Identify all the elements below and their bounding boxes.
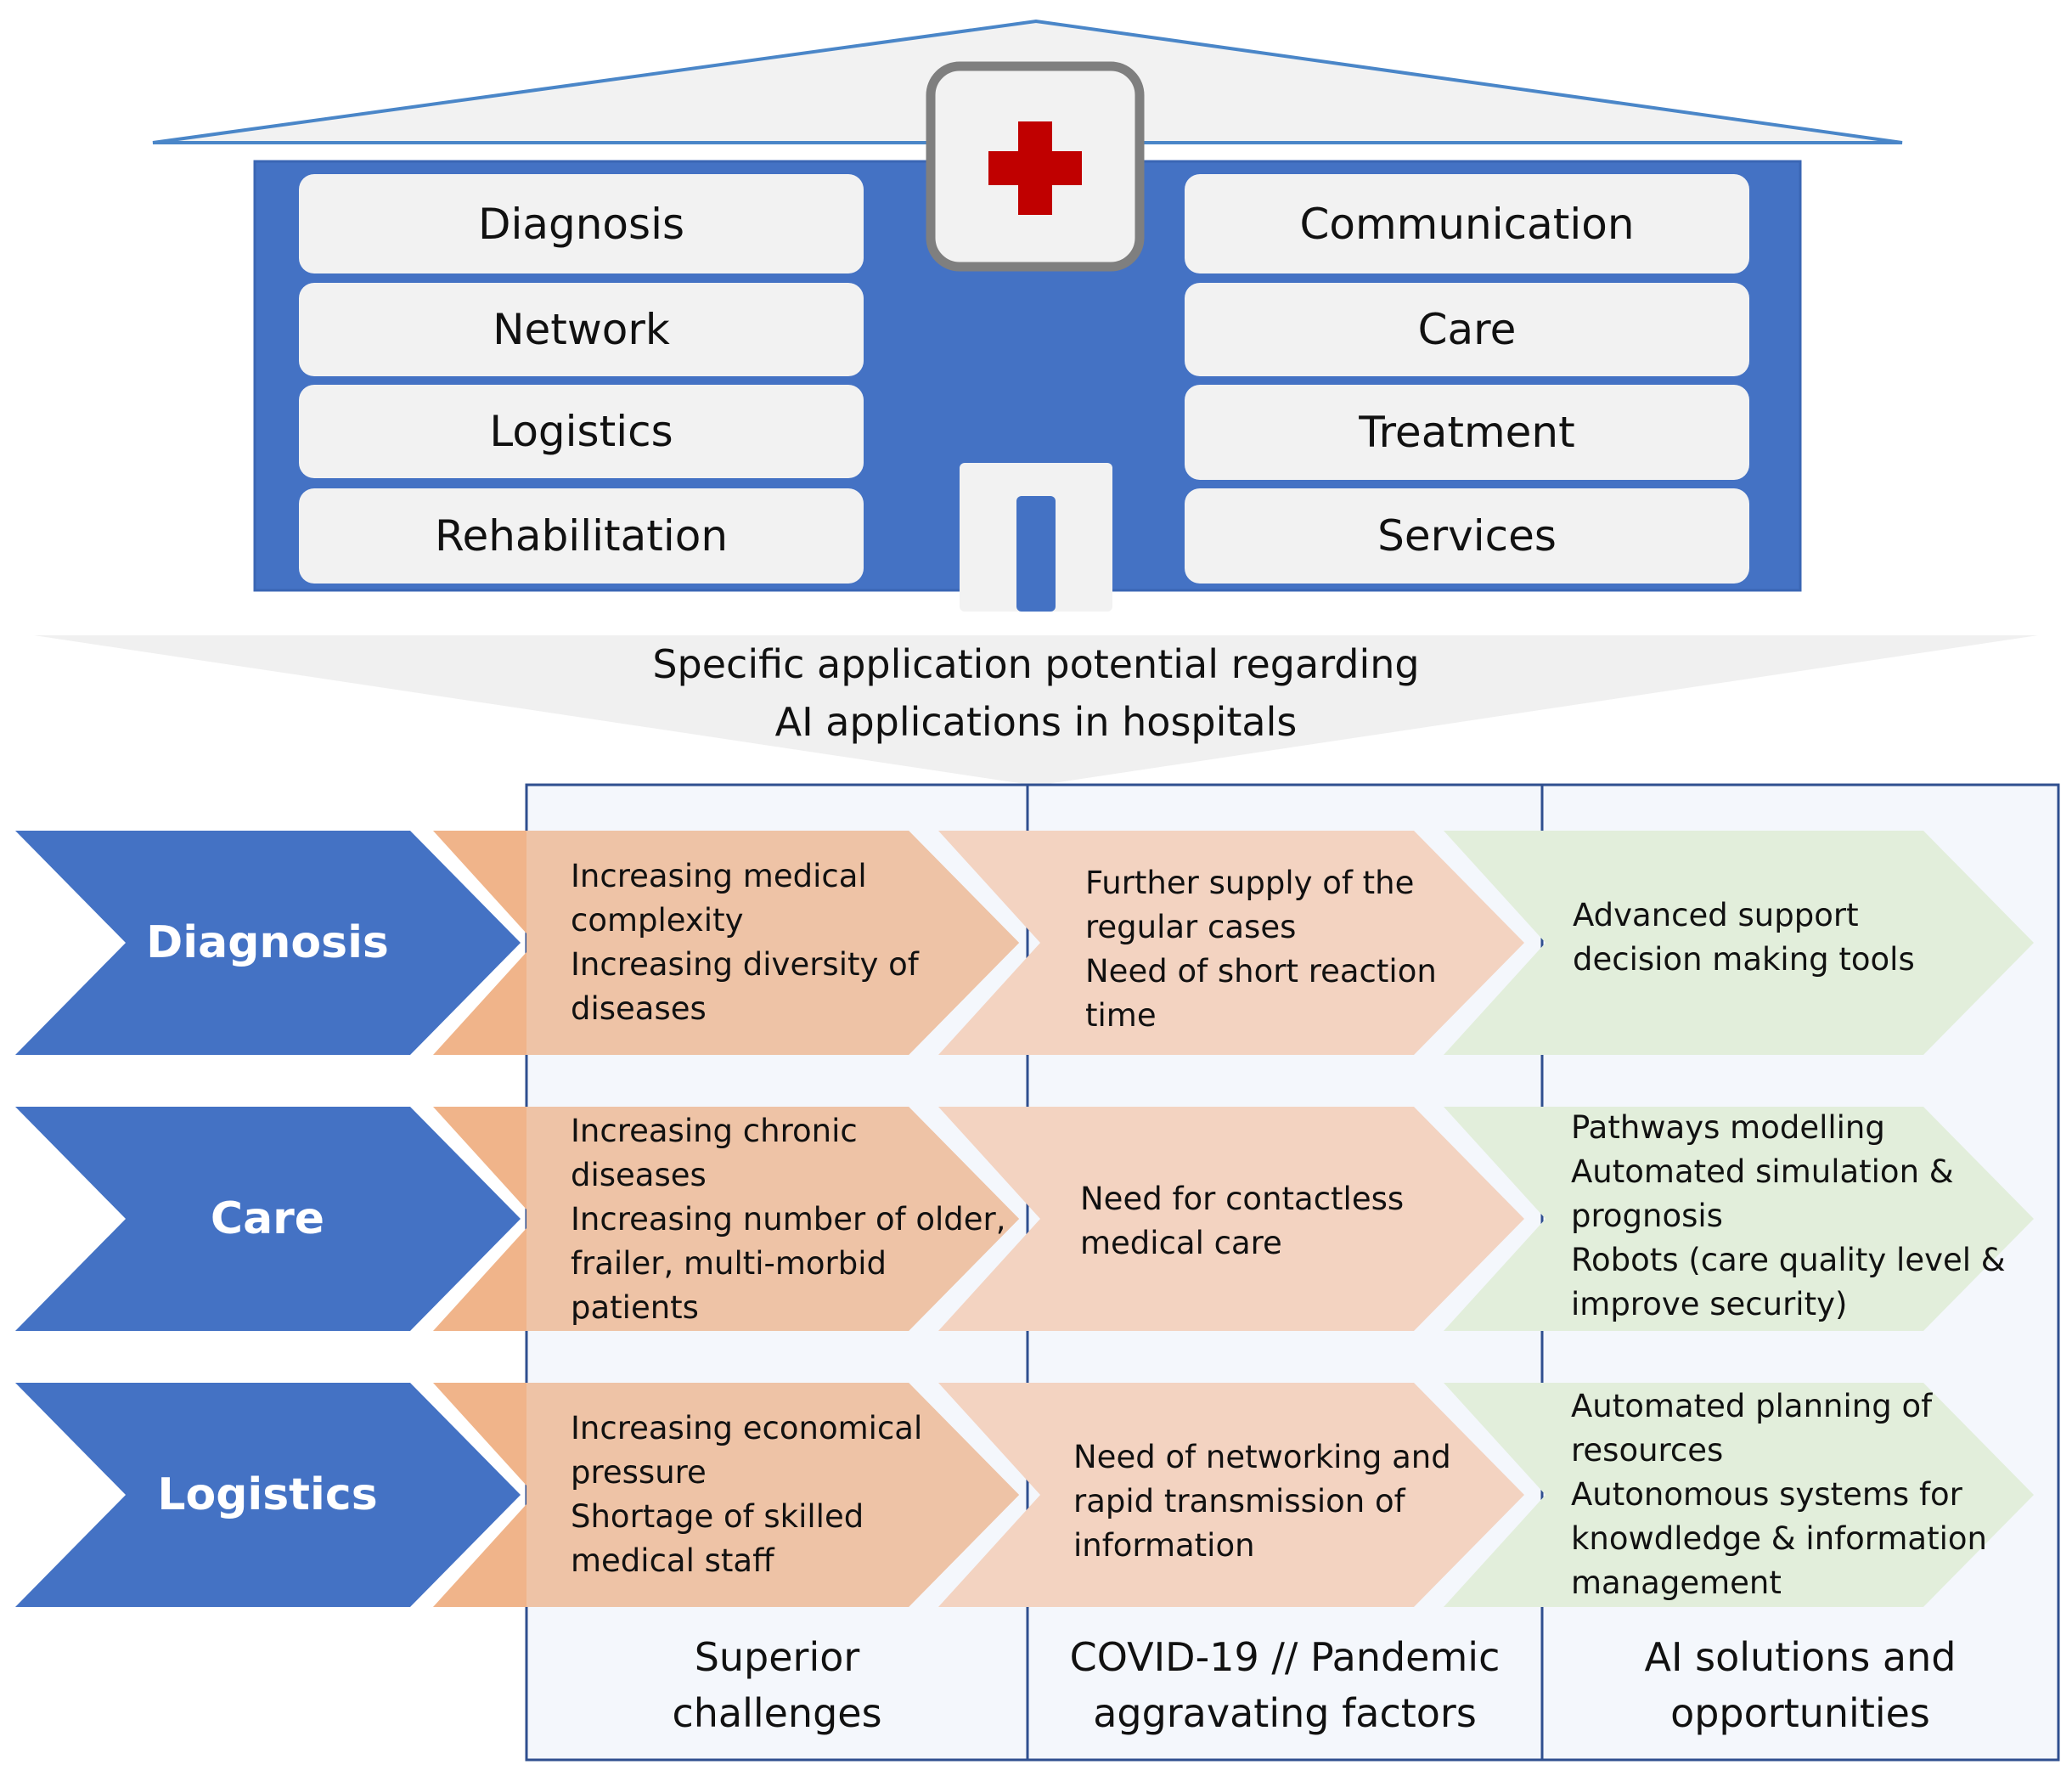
cell-line: Need for contactless [1080, 1181, 1405, 1217]
cell-line: Advanced support [1573, 897, 1859, 933]
covid-chevron-logistics [938, 1383, 1524, 1607]
hospital-box-communication: Communication [1185, 174, 1749, 273]
cell-logistics-ai: Automated planning of resources Autonomo… [1571, 1384, 1987, 1605]
cell-line: Increasing economical [571, 1410, 923, 1446]
column-header-line: challenges [672, 1690, 882, 1736]
cell-line: Automated planning of [1571, 1388, 1933, 1424]
category-chevron-care [15, 1107, 521, 1331]
cell-line: information [1073, 1527, 1255, 1564]
funnel-caption: Specific application potential regarding… [425, 635, 1647, 751]
cell-line: patients [571, 1289, 699, 1326]
challenge-chevron-overlay-care [526, 1107, 1019, 1331]
cell-line: Automated simulation & [1571, 1153, 1954, 1190]
category-label-care: Care [210, 1193, 325, 1244]
cell-line: Need of short reaction [1085, 953, 1437, 989]
cell-care-ai: Pathways modelling Automated simulation … [1571, 1106, 2006, 1327]
column-header-challenges: Superior challenges [526, 1629, 1028, 1741]
cell-line: Shortage of skilled [571, 1498, 864, 1535]
red-cross-icon [988, 121, 1082, 215]
hospital-box-rehabilitation: Rehabilitation [299, 488, 864, 584]
chevron-group [15, 831, 2034, 1607]
ai-chevron-care [1444, 1107, 2034, 1331]
cell-line: Increasing diversity of [571, 946, 919, 983]
cell-line: Autonomous systems for [1571, 1476, 1962, 1513]
cell-line: management [1571, 1565, 1782, 1601]
cell-line: diseases [571, 990, 707, 1027]
cell-line: Robots (care quality level & [1571, 1242, 2006, 1278]
column-header-line: COVID-19 // Pandemic [1069, 1634, 1501, 1680]
cell-line: Pathways modelling [1571, 1109, 1885, 1146]
hospital-box-services: Services [1185, 488, 1749, 584]
column-header-line: Superior [694, 1634, 860, 1680]
covid-chevron-care [938, 1107, 1524, 1331]
caption-line-2: AI applications in hospitals [774, 699, 1298, 745]
cell-logistics-covid: Need of networking and rapid transmissio… [1073, 1435, 1451, 1568]
cell-line: medical staff [571, 1542, 774, 1579]
category-label-diagnosis: Diagnosis [146, 917, 389, 968]
cell-line: Increasing chronic [571, 1113, 858, 1149]
challenge-chevron-overlay-diagnosis [526, 831, 1019, 1055]
column-header-covid: COVID-19 // Pandemic aggravating factors [1028, 1629, 1542, 1741]
entrance-door [1016, 496, 1056, 612]
hospital-box-logistics: Logistics [299, 385, 864, 478]
cell-line: frailer, multi-morbid [571, 1245, 887, 1282]
cell-line: regular cases [1085, 909, 1297, 945]
cell-line: Increasing number of older, [571, 1201, 1006, 1238]
category-chevron-diagnosis [15, 831, 521, 1055]
cell-diagnosis-covid: Further supply of the regular cases Need… [1085, 861, 1437, 1038]
ai-chevron-logistics [1444, 1383, 2034, 1607]
column-header-line: opportunities [1670, 1690, 1930, 1736]
cell-line: Further supply of the [1085, 865, 1415, 901]
cell-logistics-challenges: Increasing economical pressure Shortage … [571, 1407, 922, 1583]
hospital-box-network: Network [299, 283, 864, 376]
cell-care-covid: Need for contactless medical care [1080, 1177, 1404, 1266]
cell-line: complexity [571, 902, 744, 939]
cell-line: time [1085, 997, 1157, 1034]
cell-line: rapid transmission of [1073, 1483, 1405, 1519]
cell-line: pressure [571, 1454, 707, 1491]
category-chevron-logistics [15, 1383, 521, 1607]
caption-line-1: Specific application potential regarding [652, 641, 1420, 687]
cell-line: medical care [1080, 1225, 1282, 1261]
cell-line: prognosis [1571, 1198, 1723, 1234]
cell-line: improve security) [1571, 1286, 1848, 1322]
cell-line: decision making tools [1573, 941, 1915, 978]
column-header-line: aggravating factors [1093, 1690, 1477, 1736]
cell-diagnosis-ai: Advanced support decision making tools [1573, 894, 1915, 982]
cell-line: Need of networking and [1073, 1439, 1451, 1475]
covid-chevron-diagnosis [938, 831, 1524, 1055]
cell-line: knowdledge & information [1571, 1520, 1987, 1557]
hospital-box-care: Care [1185, 283, 1749, 376]
ai-chevron-diagnosis [1444, 831, 2034, 1055]
cell-diagnosis-challenges: Increasing medical complexity Increasing… [571, 854, 919, 1031]
cell-care-challenges: Increasing chronic diseases Increasing n… [571, 1109, 1006, 1330]
column-header-ai: AI solutions and opportunities [1542, 1629, 2058, 1741]
cell-line: Increasing medical [571, 858, 867, 894]
hospital-box-diagnosis: Diagnosis [299, 174, 864, 273]
challenge-chevron-overlay-logistics [526, 1383, 1019, 1607]
category-label-logistics: Logistics [157, 1469, 378, 1520]
cell-line: diseases [571, 1157, 707, 1193]
cell-line: resources [1571, 1432, 1724, 1469]
column-header-line: AI solutions and [1644, 1634, 1957, 1680]
hospital-box-treatment: Treatment [1185, 385, 1749, 480]
funnel-arrow [34, 635, 2038, 786]
